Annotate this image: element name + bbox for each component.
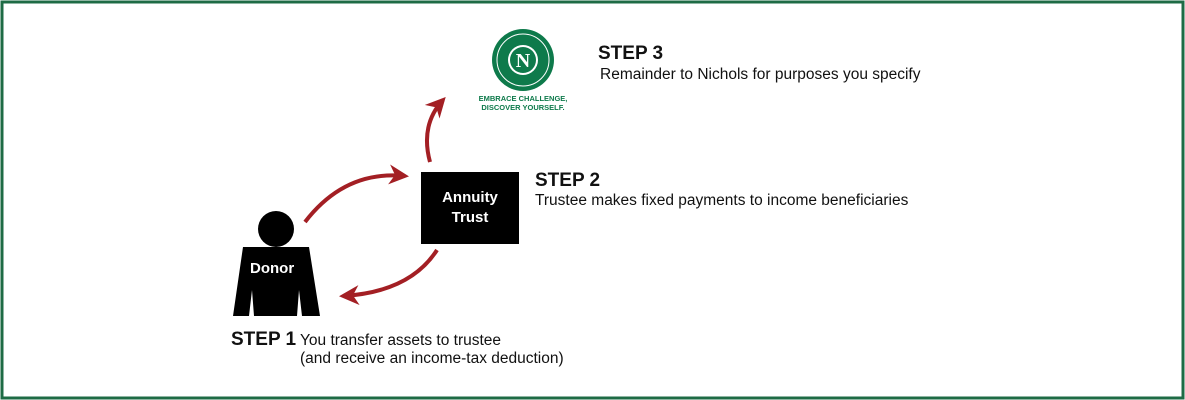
svg-text:EMBRACE CHALLENGE,: EMBRACE CHALLENGE, xyxy=(479,94,568,103)
arrow-trust-to-donor xyxy=(339,248,439,306)
nichols-logo: N EMBRACE CHALLENGE, DISCOVER YOURSELF. xyxy=(479,29,568,112)
trust-label-2: Trust xyxy=(451,209,489,226)
arrow-donor-to-trust xyxy=(303,164,409,224)
trust-box xyxy=(421,172,519,244)
donor-head xyxy=(258,211,294,247)
step-2-label: STEP 2 xyxy=(535,170,601,191)
svg-text:N: N xyxy=(516,50,531,72)
svg-text:DISCOVER YOURSELF.: DISCOVER YOURSELF. xyxy=(481,103,564,112)
step-3-text: Remainder to Nichols for purposes you sp… xyxy=(600,66,921,83)
donor-label: Donor xyxy=(250,260,295,277)
step-1-label: STEP 1 xyxy=(231,329,297,350)
donor-body xyxy=(233,247,320,316)
trust-label-1: Annuity xyxy=(442,189,498,206)
arrow-trust-to-nichols xyxy=(424,97,446,163)
step-3-label: STEP 3 xyxy=(598,43,664,64)
step-1-text-2: (and receive an income-tax deduction) xyxy=(300,350,564,367)
step-1-text: You transfer assets to trustee xyxy=(300,332,502,349)
step-2-text: Trustee makes fixed payments to income b… xyxy=(535,192,909,209)
